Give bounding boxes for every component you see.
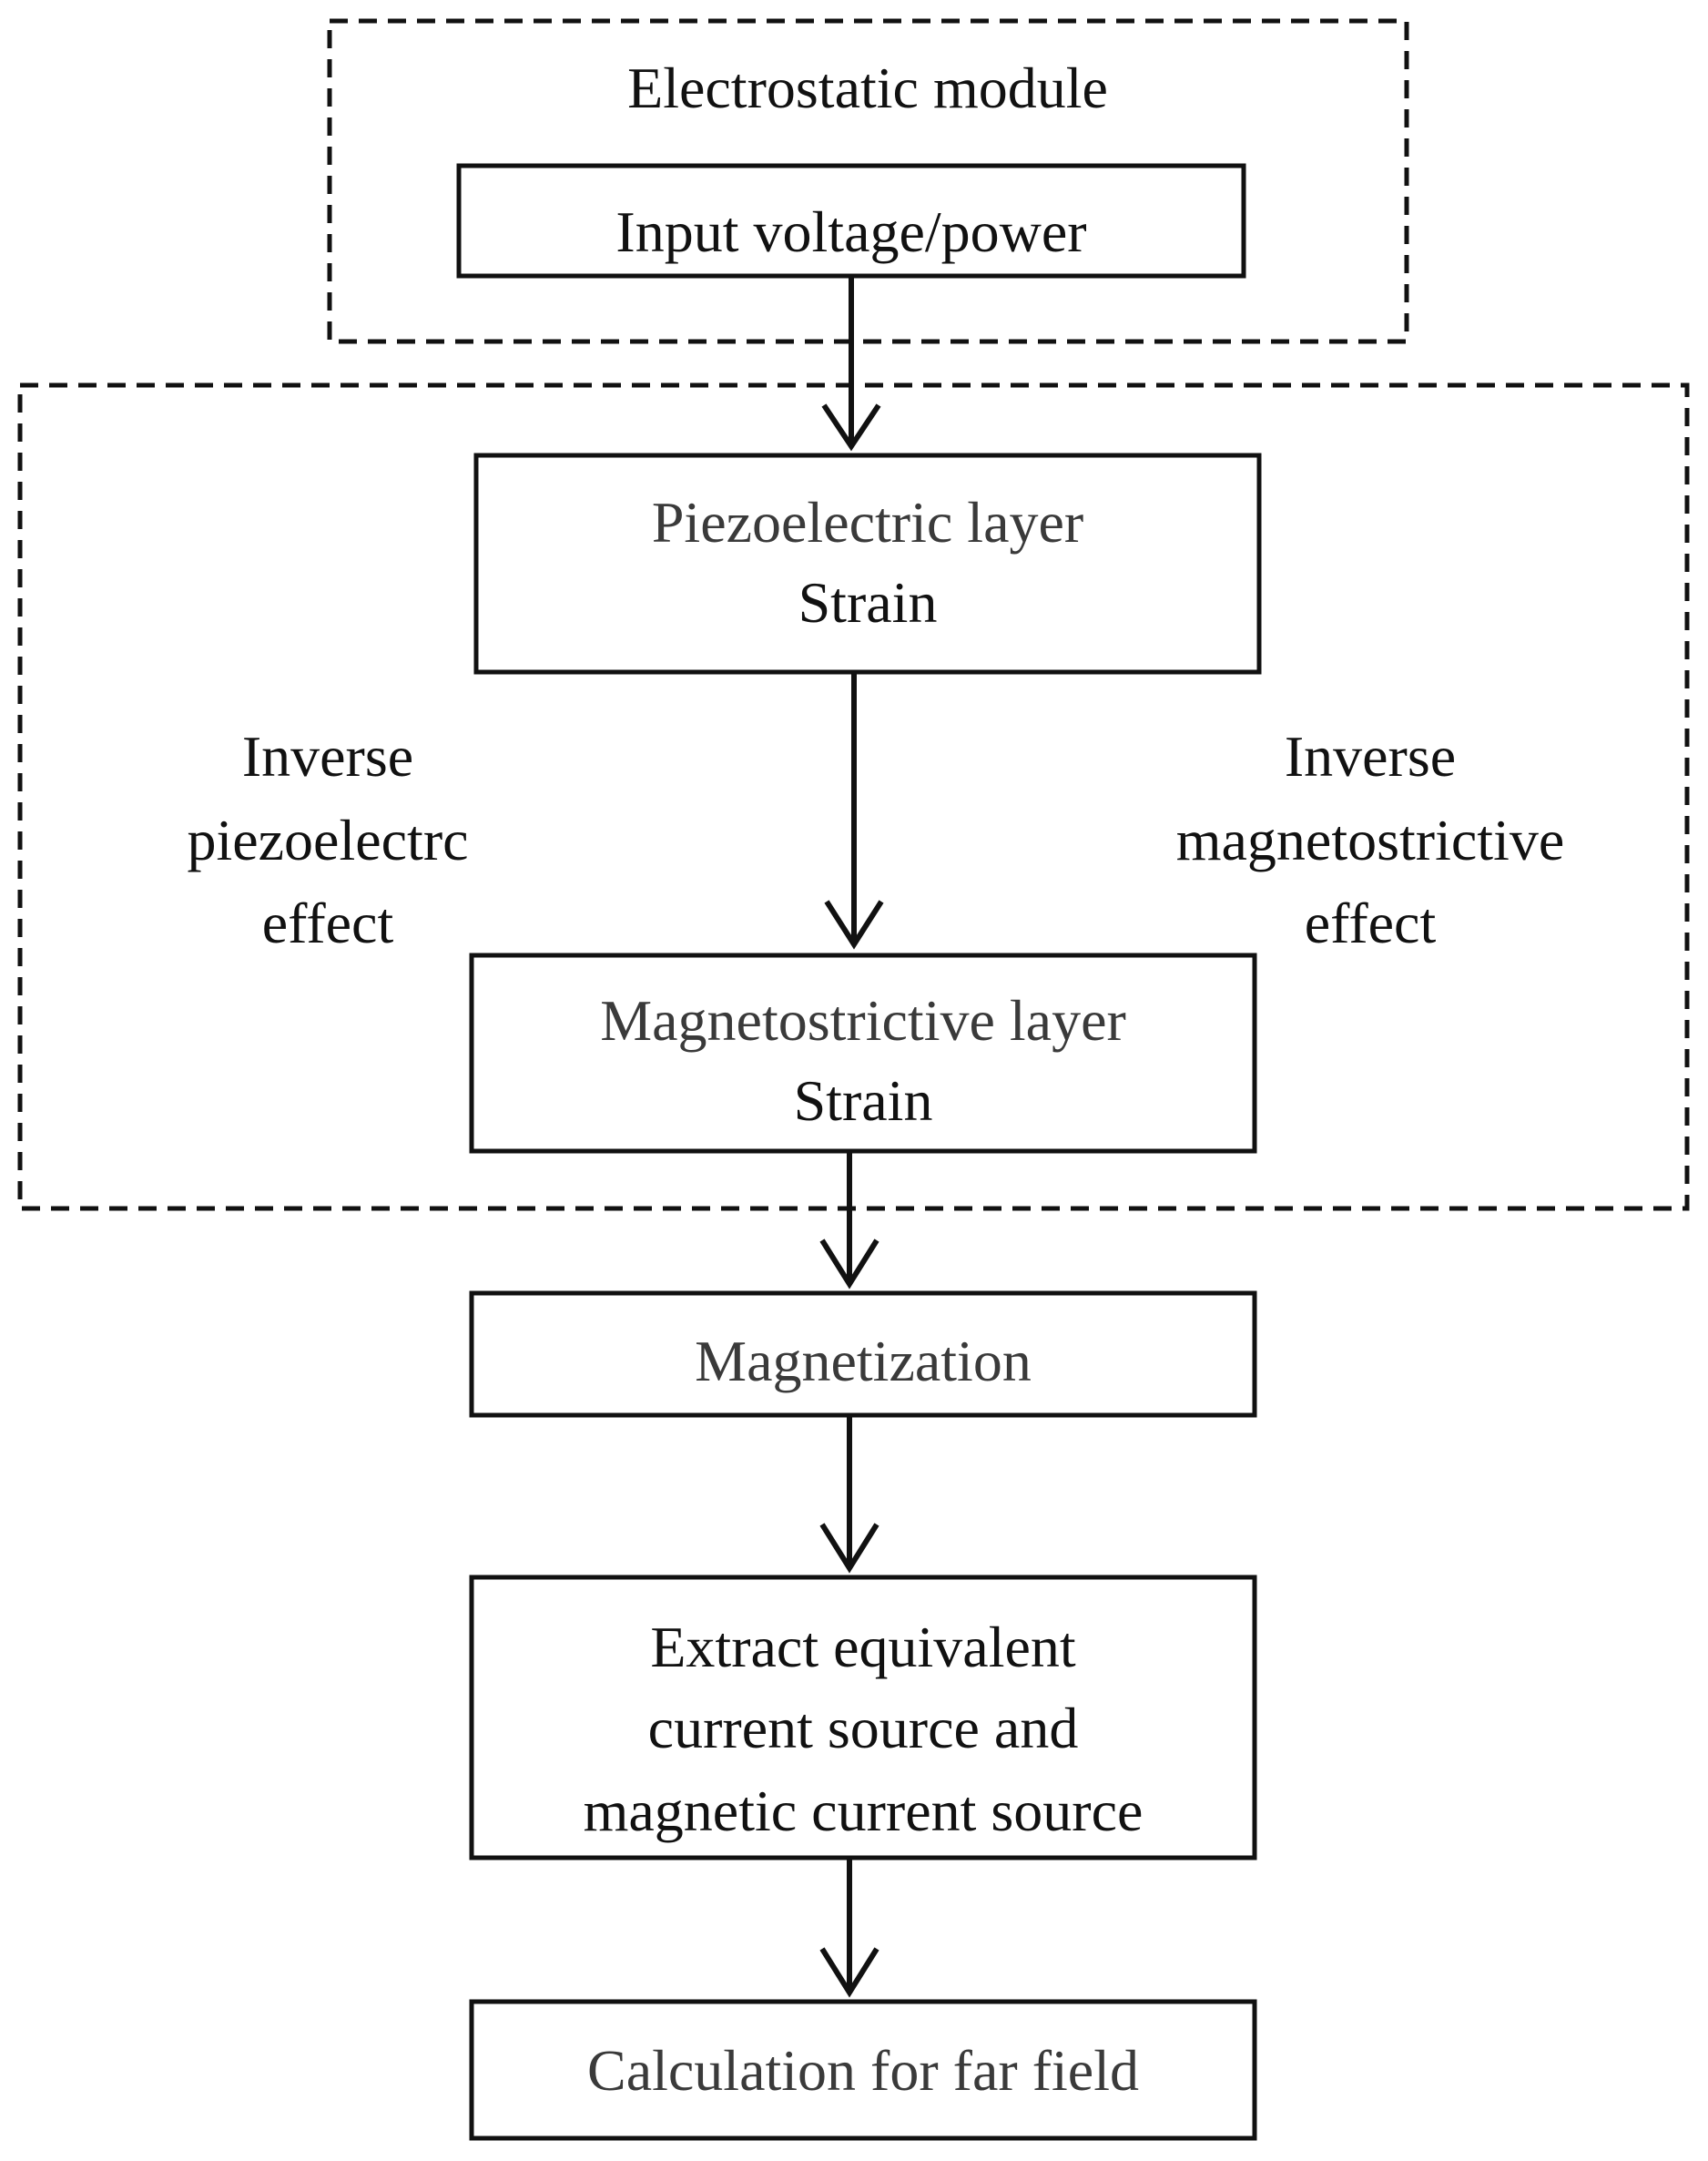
magnetization-box	[469, 1290, 1257, 1418]
inverse-piezo-effect-line3: effect	[262, 891, 394, 955]
electrostatic-module-frame	[327, 18, 1409, 344]
extract-line2: current source and	[648, 1696, 1079, 1760]
input-voltage-label: Input voltage/power	[615, 199, 1086, 264]
inverse-magneto-effect-line1: Inverse	[1285, 724, 1456, 789]
magnetostrictive-layer-box	[469, 953, 1257, 1154]
magnetostrictive-strain-label: Strain	[794, 1068, 933, 1133]
piezoelectric-strain-label: Strain	[798, 570, 938, 635]
far-field-box	[469, 1999, 1257, 2141]
inverse-magneto-effect-line3: effect	[1305, 891, 1437, 955]
arrowhead-input-to-piezo	[821, 403, 881, 452]
magnetostrictive-layer-label: Magnetostrictive layer	[600, 988, 1126, 1053]
input-voltage-box	[456, 163, 1246, 279]
magnetization-label: Magnetization	[695, 1329, 1032, 1393]
piezoelectric-layer-label: Piezoelectric layer	[652, 490, 1083, 555]
inverse-piezo-effect-line1: Inverse	[242, 724, 413, 789]
extract-current-source-box	[469, 1575, 1257, 1860]
arrowhead-piezo-to-magneto	[824, 900, 884, 950]
extract-line1: Extract equivalent	[650, 1615, 1076, 1679]
inverse-magneto-effect-line2: magnetostrictive	[1176, 808, 1565, 872]
piezoelectric-layer-box	[473, 453, 1262, 675]
far-field-label: Calculation for far field	[587, 2038, 1139, 2103]
extract-line3: magnetic current source	[584, 1779, 1144, 1843]
arrowhead-magneto-to-magnetization	[819, 1238, 879, 1289]
arrowhead-magnetization-to-extract	[819, 1523, 879, 1574]
inverse-piezo-effect-line2: piezoelectrc	[187, 808, 468, 872]
arrowhead-extract-to-far-field	[819, 1947, 879, 1998]
electrostatic-module-title: Electrostatic module	[627, 56, 1108, 120]
